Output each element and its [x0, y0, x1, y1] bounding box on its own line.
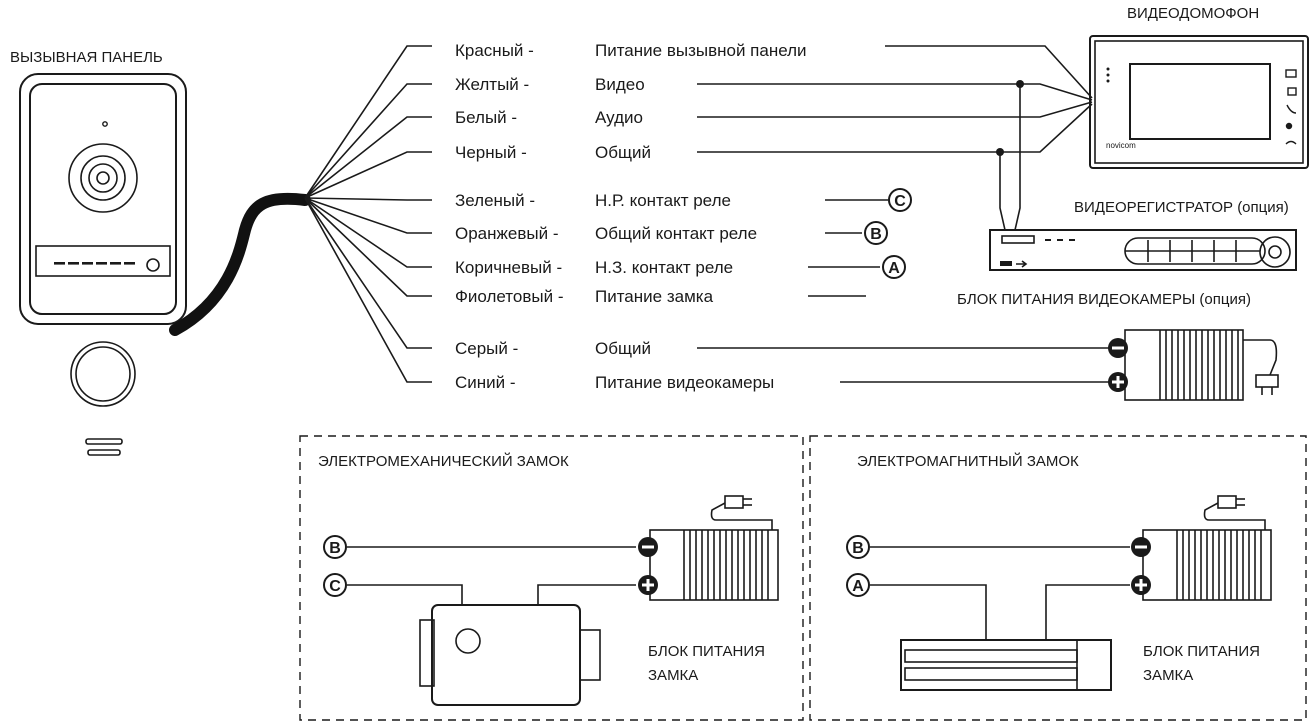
- wire-color-white: Белый -: [455, 108, 517, 127]
- camera-psu-label: БЛОК ПИТАНИЯ ВИДЕОКАМЕРЫ (опция): [957, 291, 1251, 308]
- dvr-label: ВИДЕОРЕГИСТРАТОР (опция): [1074, 199, 1289, 216]
- call-button: [70, 341, 136, 407]
- camera-psu: [1108, 329, 1279, 401]
- wire-color-orange: Оранжевый -: [455, 224, 558, 243]
- wire-color-red: Красный -: [455, 41, 534, 60]
- electromech-lock-box: [299, 435, 804, 721]
- electromag-lock-psu: [1131, 495, 1272, 601]
- led-strip: [35, 245, 171, 277]
- svg-text:A: A: [852, 578, 864, 595]
- monitor-buttons: [1285, 69, 1297, 145]
- microphone-hole: [102, 121, 108, 127]
- wire-color-brown: Коричневый -: [455, 258, 562, 277]
- wire-function-orange: Общий контакт реле: [595, 224, 757, 243]
- wire-function-green: Н.Р. контакт реле: [595, 191, 731, 210]
- electromech-psu-label-1: БЛОК ПИТАНИЯ: [648, 643, 765, 660]
- electromech-marker-c: C: [323, 573, 347, 597]
- electromag-lock-label: ЭЛЕКТРОМАГНИТНЫЙ ЗАМОК: [857, 452, 1079, 470]
- ir-leds: [54, 262, 135, 265]
- wire-color-yellow: Желтый -: [455, 75, 529, 94]
- svg-text:A: A: [888, 260, 900, 277]
- marker-b-relay: B: [864, 221, 888, 245]
- marker-a-relay: A: [882, 255, 906, 279]
- marker-c-relay: C: [888, 188, 912, 212]
- electromech-lock-label: ЭЛЕКТРОМЕХАНИЧЕСКИЙ ЗАМОК: [318, 452, 569, 470]
- lock-psu-plug-icon: [724, 495, 744, 509]
- electromech-marker-b: B: [323, 535, 347, 559]
- electromag-lock-device: [900, 639, 1112, 691]
- svg-text:B: B: [852, 540, 864, 557]
- monitor-brand: novicom: [1106, 141, 1136, 150]
- electromag-lock-box: [809, 435, 1307, 721]
- wire-function-yellow: Видео: [595, 75, 645, 94]
- monitor-connections: [697, 45, 1093, 231]
- electromech-lock-device: [419, 604, 601, 706]
- wire-function-red: Питание вызывной панели: [595, 41, 807, 60]
- video-intercom-monitor: novicom: [1089, 35, 1309, 169]
- wire-function-brown: Н.З. контакт реле: [595, 258, 733, 277]
- call-panel: [19, 73, 187, 456]
- monitor-label: ВИДЕОДОМОФОН: [1127, 5, 1259, 22]
- wire-function-gray: Общий: [595, 339, 651, 358]
- wire-function-violet: Питание замка: [595, 287, 714, 306]
- electromech-lock-psu: [638, 495, 779, 601]
- svg-text:B: B: [329, 540, 341, 557]
- electromag-wiring: [870, 546, 1130, 640]
- electromag-psu-label-1: БЛОК ПИТАНИЯ: [1143, 643, 1260, 660]
- electromag-marker-a: A: [846, 573, 870, 597]
- svg-text:C: C: [329, 578, 341, 595]
- wire-function-black: Общий: [595, 143, 651, 162]
- light-sensor: [146, 258, 160, 272]
- wire-color-blue: Синий -: [455, 373, 516, 392]
- electromag-psu-label-2: ЗАМКА: [1143, 667, 1193, 684]
- usb-port-icon: [1000, 261, 1012, 266]
- wire-color-green: Зеленый -: [455, 191, 535, 210]
- camera-lens-icon: [68, 143, 138, 213]
- electromech-wiring: [347, 546, 636, 605]
- svg-text:B: B: [870, 226, 882, 243]
- wire-color-black: Черный -: [455, 143, 527, 162]
- wire-fanout: [304, 45, 432, 383]
- wire-color-gray: Серый -: [455, 339, 518, 358]
- camera-psu-plug-icon: [1255, 374, 1279, 388]
- svg-text:C: C: [894, 193, 906, 210]
- wire-function-blue: Питание видеокамеры: [595, 373, 774, 392]
- electromech-psu-label-2: ЗАМКА: [648, 667, 698, 684]
- wire-function-white: Аудио: [595, 108, 643, 127]
- speaker-grille: [85, 438, 123, 445]
- call-panel-label: ВЫЗЫВНАЯ ПАНЕЛЬ: [10, 49, 163, 66]
- wire-color-violet: Фиолетовый -: [455, 287, 564, 306]
- panel-cable: [169, 192, 311, 336]
- lock-psu-plug-icon: [1217, 495, 1237, 509]
- electromag-marker-b: B: [846, 535, 870, 559]
- camera-connections: [697, 295, 1115, 383]
- dvr-device: [989, 229, 1297, 271]
